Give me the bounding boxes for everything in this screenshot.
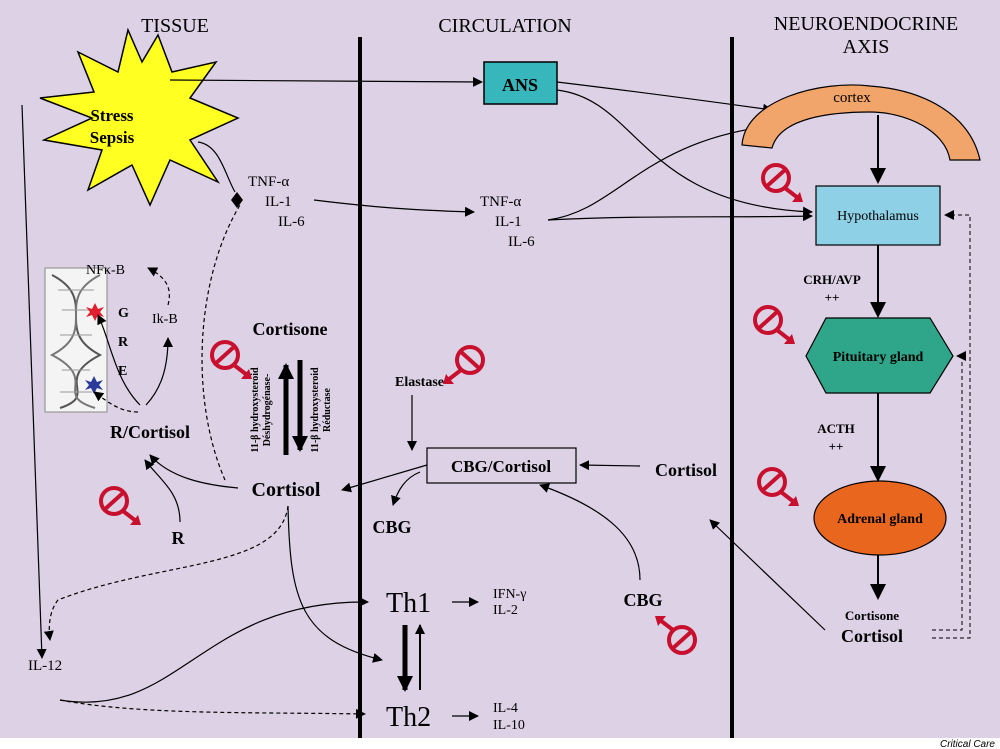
arrow-cbg-to-cbg-cortisol (539, 483, 641, 581)
arrow-cbg-cortisol-to-cbg (391, 471, 421, 506)
arrow-cortisol-to-cbg-cortisol (579, 460, 641, 471)
neuro-cortisone-label: Cortisone (845, 608, 899, 623)
circ-cbg-right-label: CBG (623, 590, 662, 610)
nfkb-label: NFκ-B (86, 263, 125, 278)
stress-label: Stress (90, 106, 134, 125)
section-header-neuro-line1: NEUROENDOCRINE (774, 13, 958, 35)
arrow-r-to-rcortisol (144, 459, 181, 523)
circ-cortisol-label: Cortisol (655, 460, 717, 480)
tissue-il1-label: IL-1 (265, 194, 292, 210)
gre-letter-g: G (118, 306, 129, 321)
enzyme-reductase-line2: Réductase (322, 388, 333, 432)
gre-letter-e: E (118, 364, 127, 379)
arrow-cytokines-to-cortex (547, 121, 779, 221)
arrow-stress-to-il12 (21, 104, 47, 659)
r-label: R (172, 528, 186, 548)
cortex-shape (741, 84, 981, 161)
arrow-rcortisol-to-gre-blue (93, 391, 139, 413)
arrow-rcortisol-to-gre-red (97, 314, 141, 406)
dna-helix-image (44, 267, 108, 413)
cbg-cortisol-label: CBG/Cortisol (451, 457, 551, 476)
arrow-cbg-cortisol-to-tissue-cortisol (341, 464, 428, 493)
r-cortisol-label: R/Cortisol (110, 422, 190, 442)
cytokine-diamond-marker (231, 192, 243, 208)
arrow-ikb-to-nfkb (147, 267, 170, 306)
il10-label: IL-10 (493, 718, 525, 733)
gre-letter-r: R (118, 335, 129, 350)
ans-label: ANS (502, 75, 538, 95)
enzyme-dehydrogenase-line1: 11-β hydroxysteroid (250, 367, 261, 453)
circ-cbg-label: CBG (372, 517, 411, 537)
ans-box (483, 61, 558, 105)
enzyme-dehydrogenase-line2: Déshydrogénase- (262, 374, 273, 447)
arrow-ans-to-cortex (556, 81, 773, 114)
pituitary-label: Pituitary gland (833, 350, 924, 365)
th1-label: Th1 (386, 588, 431, 619)
arrow-neuro-cortisol-to-circulation (709, 519, 826, 631)
arrow-stress-to-ans (169, 76, 483, 87)
footer-strip (0, 738, 1000, 749)
sepsis-label: Sepsis (90, 128, 135, 147)
dna-blue-star-marker (85, 376, 103, 394)
cortex-label: cortex (833, 90, 871, 106)
arrow-tissue-to-circulation-cytokines (313, 199, 475, 217)
tissue-il6-label: IL-6 (278, 214, 305, 230)
arrow-ans-to-hypothalamus (556, 89, 813, 217)
credit-label: Critical Care (940, 739, 995, 749)
crh-plus-label: ++ (825, 290, 840, 305)
il2-label: IL-2 (493, 603, 518, 618)
section-header-neuro-line2: AXIS (843, 36, 890, 58)
section-header-tissue: TISSUE (141, 15, 209, 37)
ikb-label: Ik-B (152, 312, 178, 327)
arrow-il12-to-th1 (59, 596, 369, 703)
dashed-il12-to-th2 (59, 699, 366, 719)
arrow-rcortisol-to-ikb (145, 337, 173, 406)
adrenal-gland-shape (813, 480, 947, 556)
enzyme-reductase-line1: 11-β hydroxysteroid (310, 367, 321, 453)
arrow-cortisol-to-rcortisol (149, 454, 239, 489)
ifn-gamma-label: IFN-γ (493, 587, 526, 602)
tissue-tnf-label: TNF-α (248, 174, 289, 190)
th2-label: Th2 (386, 702, 431, 733)
adrenal-label: Adrenal gland (837, 512, 923, 527)
tissue-cortisol-label: Cortisol (252, 479, 321, 501)
crh-avp-label: CRH/AVP (803, 272, 861, 287)
arrow-cytokines-to-hypothalamus (547, 211, 813, 222)
feedback-to-pituitary (932, 351, 966, 631)
arrow-stress-to-cytokines (197, 141, 236, 193)
acth-plus-label: ++ (829, 439, 844, 454)
neuro-cortisol-label: Cortisol (841, 626, 903, 646)
circ-il1-label: IL-1 (495, 214, 522, 230)
circ-tnf-label: TNF-α (480, 194, 521, 210)
tissue-cortisone-label: Cortisone (253, 319, 328, 339)
circ-il6-label: IL-6 (508, 234, 535, 250)
dashed-cortisol-to-cytokines (201, 204, 241, 481)
hypothalamus-box (815, 185, 941, 246)
acth-label: ACTH (817, 421, 855, 436)
section-header-circulation: CIRCULATION (438, 15, 571, 37)
stress-sepsis-starburst (39, 27, 240, 207)
dna-red-star-marker (86, 303, 104, 321)
pituitary-gland-shape (805, 317, 954, 394)
elastase-label: Elastase (395, 375, 444, 390)
il4-label: IL-4 (493, 701, 518, 716)
hypothalamus-label: Hypothalamus (837, 209, 919, 224)
il12-label: IL-12 (28, 658, 62, 674)
arrow-cortisol-to-th-switch (287, 505, 383, 663)
